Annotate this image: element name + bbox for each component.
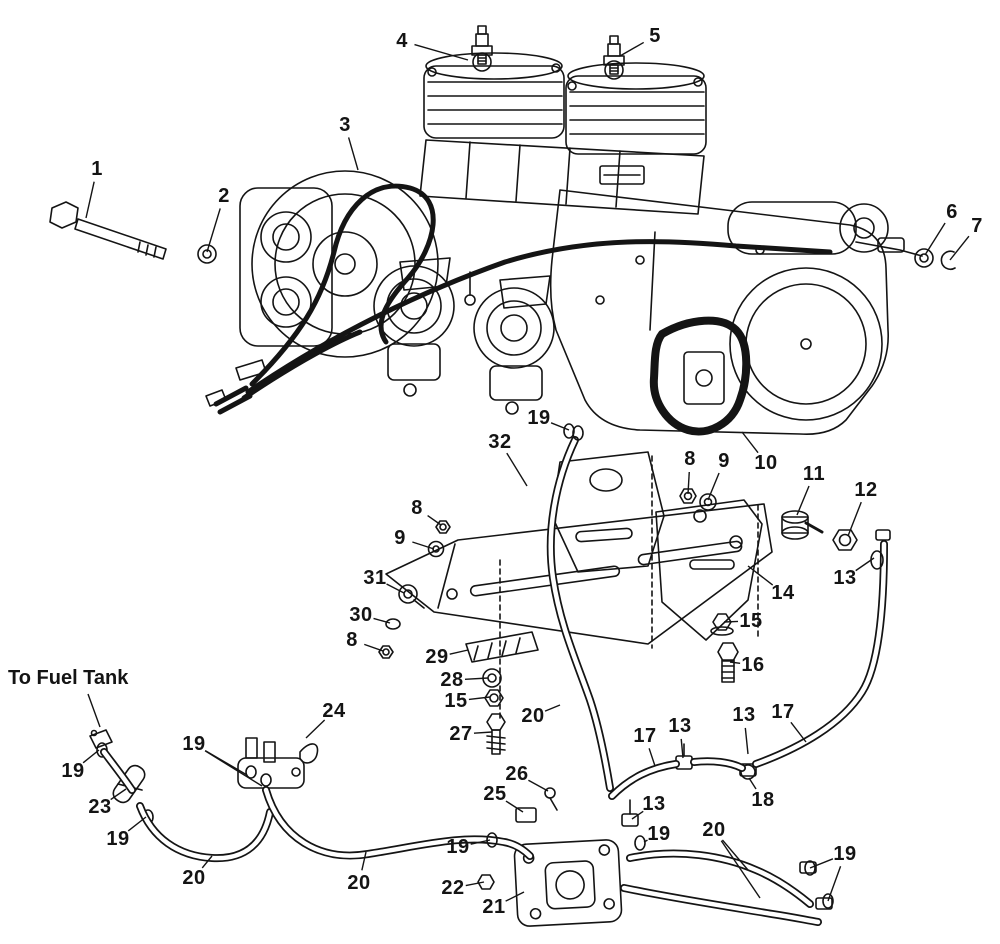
cylinder-heads <box>419 52 707 215</box>
carburetors <box>373 257 555 415</box>
engine-gasket <box>649 316 751 436</box>
mounting-bolt <box>49 201 217 264</box>
ignition-cables <box>213 183 833 415</box>
starter-motor <box>727 201 923 257</box>
washer-and-clip <box>914 248 956 271</box>
flywheel-housing <box>239 170 439 358</box>
fuel-valve <box>237 737 319 789</box>
cable-connectors <box>205 359 267 407</box>
fuel-tank-note: To Fuel Tank <box>8 667 129 689</box>
pump-fittings <box>515 743 757 851</box>
fuel-hoses-right <box>608 529 891 926</box>
spark-plug-left <box>471 25 493 65</box>
hardware-stack <box>465 631 539 755</box>
hardware-left <box>378 520 451 659</box>
hardware-right <box>679 488 858 683</box>
fuel-hose-to-pump <box>262 786 534 860</box>
vent-hose-up <box>546 423 614 792</box>
spark-plug-right <box>603 35 625 75</box>
fuel-pump-flange <box>477 839 623 927</box>
rear-strap <box>655 499 763 641</box>
crankcase <box>549 189 889 436</box>
fuel-line-left <box>89 729 274 863</box>
